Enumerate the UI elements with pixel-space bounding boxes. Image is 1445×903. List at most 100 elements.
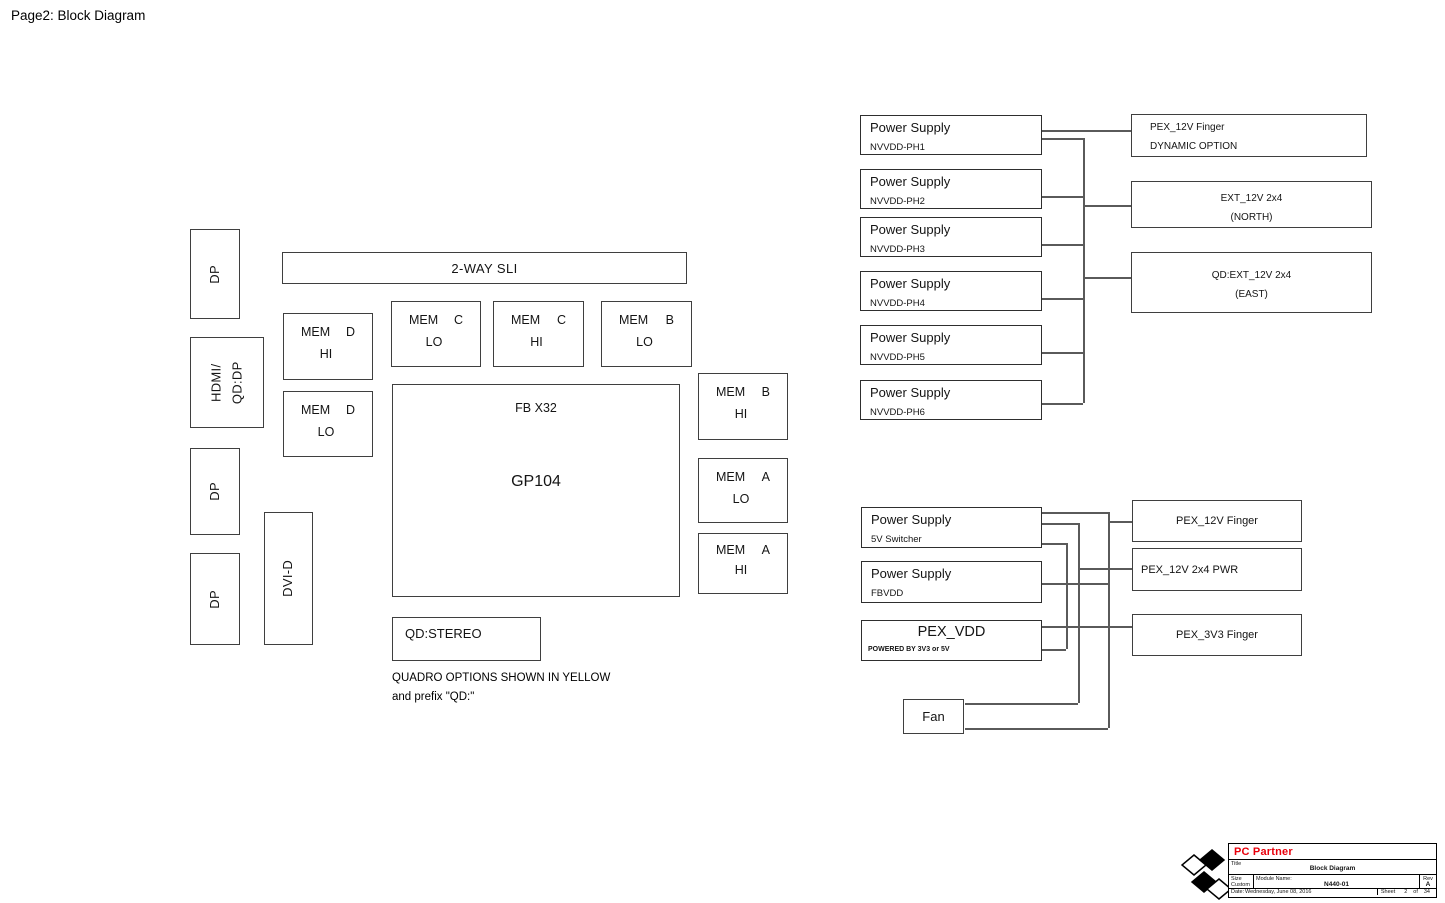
connector-sublabel: DYNAMIC OPTION <box>1150 141 1238 152</box>
power-supply-ph2: Power Supply NVVDD-PH2 <box>860 169 1042 209</box>
ext-12v-north: EXT_12V 2x4 (NORTH) <box>1131 181 1372 228</box>
sheet-number: 2 <box>1404 889 1408 895</box>
mem-d-lo: MEM D LO <box>283 391 373 457</box>
mem-channel: D <box>345 325 355 339</box>
wire <box>1042 130 1131 132</box>
mem-half: LO <box>636 335 653 349</box>
title-block: PC Partner Title Block Diagram Size Cust… <box>1228 843 1437 898</box>
mem-label: MEM <box>409 313 439 327</box>
mem-half: HI <box>734 563 748 577</box>
pc-partner-logo <box>1181 849 1231 900</box>
size-cell: Size Custom <box>1229 875 1254 888</box>
ps-name: 5V Switcher <box>871 534 922 545</box>
sheet-total: 34 <box>1423 889 1430 895</box>
page-title: Page2: Block Diagram <box>11 8 146 23</box>
mem-half: HI <box>530 335 543 349</box>
mem-channel: C <box>556 313 566 327</box>
mem-channel: B <box>761 385 770 399</box>
mem-label: MEM <box>301 325 331 339</box>
power-supply-ph1: Power Supply NVVDD-PH1 <box>860 115 1042 155</box>
wire <box>1042 543 1066 545</box>
port-dvi-d-label: DVI-D <box>280 560 296 597</box>
title-block-company-row: PC Partner <box>1229 844 1436 860</box>
connector-label: PEX_12V 2x4 PWR <box>1141 563 1239 576</box>
of-label: of <box>1413 889 1418 895</box>
wire <box>1042 298 1083 300</box>
ps-title: Power Supply <box>871 512 952 527</box>
mem-label: MEM <box>716 543 746 557</box>
title-block-title-row: Title Block Diagram <box>1229 860 1436 875</box>
mem-label: MEM <box>716 385 746 399</box>
pex-3v3-finger: PEX_3V3 Finger <box>1132 614 1302 656</box>
wire <box>1108 512 1110 728</box>
sli-block: 2-WAY SLI <box>282 252 687 284</box>
rev-cell: Rev A <box>1420 875 1436 888</box>
fan-block: Fan <box>903 699 964 734</box>
power-supply-ph5: Power Supply NVVDD-PH5 <box>860 325 1042 365</box>
date-value: Wednesday, June 08, 2016 <box>1245 889 1312 895</box>
ps-title: Power Supply <box>870 120 951 135</box>
mem-channel: D <box>345 403 355 417</box>
port-hdmi-qddp: HDMI/QD:DP <box>190 337 264 428</box>
title-block-module-row: Size Custom Module Name: N440-01 Rev A <box>1229 875 1436 889</box>
qd-stereo-block: QD:STEREO <box>392 617 541 661</box>
power-supply-ph3: Power Supply NVVDD-PH3 <box>860 217 1042 257</box>
pex-12v-2x4-pwr: PEX_12V 2x4 PWR <box>1132 548 1302 591</box>
port-dp-top: DP <box>190 229 240 319</box>
mem-label: MEM <box>511 313 541 327</box>
ps-name: FBVDD <box>871 588 904 599</box>
mem-half: HI <box>734 407 748 421</box>
mem-half: LO <box>425 335 443 349</box>
ps-title: Power Supply <box>870 385 951 400</box>
ps-name: NVVDD-PH1 <box>870 142 925 153</box>
port-dp-mid-label: DP <box>206 482 222 501</box>
connector-label: QD:EXT_12V 2x4 <box>1211 270 1292 281</box>
fan-label: Fan <box>922 709 945 724</box>
wire <box>1108 521 1132 523</box>
mem-c-hi: MEM C HI <box>493 301 584 367</box>
connector-label: PEX_12V Finger <box>1150 122 1225 133</box>
port-dp-bottom-label: DP <box>206 589 222 609</box>
power-supply-ph6: Power Supply NVVDD-PH6 <box>860 380 1042 420</box>
pex-12v-finger-lower: PEX_12V Finger <box>1132 500 1302 542</box>
rev-label: Rev <box>1423 876 1433 882</box>
wire <box>965 728 1108 730</box>
mem-b-hi: MEM B HI <box>698 373 788 440</box>
gpu-fb-label: FB X32 <box>515 401 557 415</box>
date-label: Date: <box>1231 889 1245 895</box>
module-label: Module Name: <box>1256 876 1292 882</box>
ps-title: Power Supply <box>871 566 952 581</box>
mem-label: MEM <box>301 403 331 417</box>
wire <box>965 703 1078 705</box>
size-label: Size <box>1231 876 1242 882</box>
ps-name: NVVDD-PH4 <box>870 298 925 309</box>
mem-label: MEM <box>716 470 746 484</box>
wire <box>1078 523 1080 703</box>
wire <box>1042 523 1078 525</box>
wire <box>1083 138 1085 403</box>
ps-title: Power Supply <box>870 222 951 237</box>
mem-c-lo: MEM C LO <box>391 301 481 367</box>
qd-stereo-label: QD:STEREO <box>405 626 482 641</box>
port-dvi-d: DVI-D <box>264 512 313 645</box>
ps-name: NVVDD-PH5 <box>870 352 925 363</box>
wire <box>1042 512 1108 514</box>
wire <box>1042 196 1083 198</box>
power-supply-ph4: Power Supply NVVDD-PH4 <box>860 271 1042 311</box>
wire <box>1078 568 1132 570</box>
ps-name: NVVDD-PH6 <box>870 407 925 418</box>
document-title: Block Diagram <box>1309 865 1356 872</box>
sli-label: 2-WAY SLI <box>451 260 518 276</box>
port-dp-top-label: DP <box>206 264 222 284</box>
gpu-name: GP104 <box>511 473 561 490</box>
wire <box>1042 244 1083 246</box>
power-supply-fbvdd: Power Supply FBVDD <box>861 561 1042 603</box>
mem-channel: A <box>761 543 770 557</box>
mem-half: LO <box>317 425 335 439</box>
mem-channel: C <box>453 313 463 327</box>
connector-sublabel: (EAST) <box>1235 289 1268 300</box>
connector-label: PEX_12V Finger <box>1176 515 1258 527</box>
wire <box>1083 205 1131 207</box>
company-name: PC Partner <box>1234 845 1293 858</box>
